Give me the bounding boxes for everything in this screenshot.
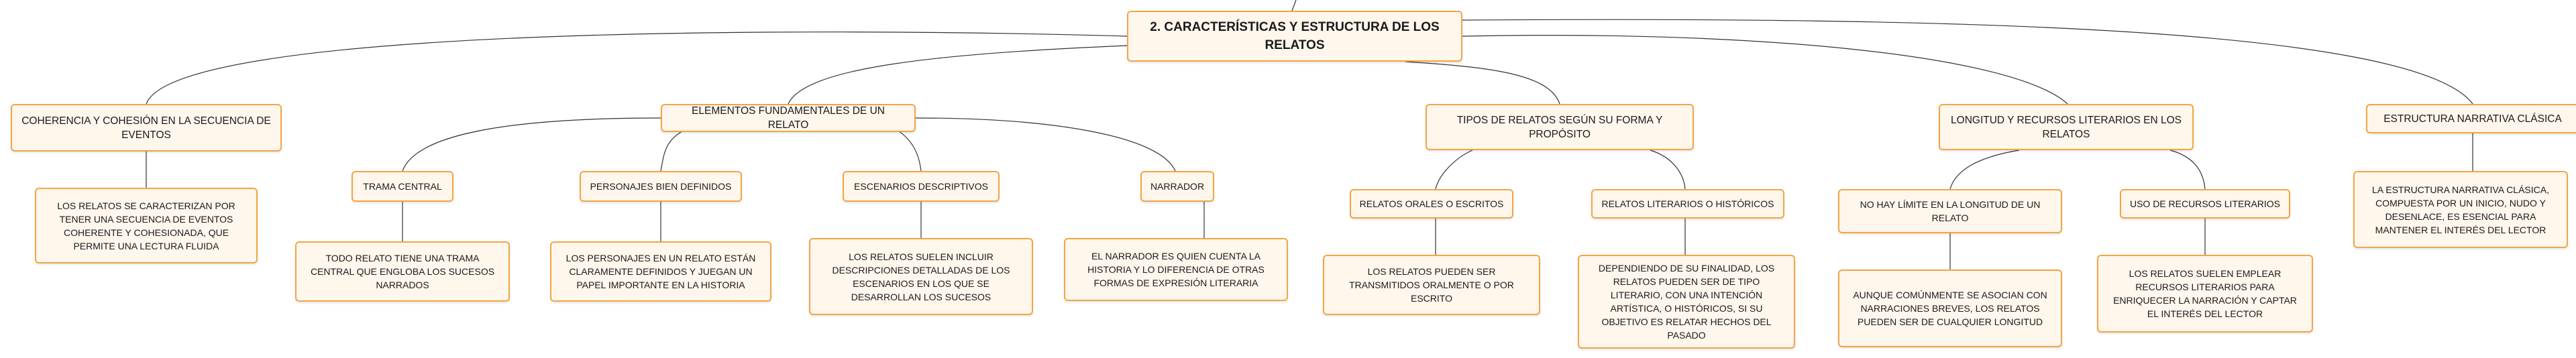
connector-root-estructura [1462, 19, 2473, 105]
topic-tipos-node[interactable]: TIPOS DE RELATOS SEGÚN SU FORMA Y PROPÓS… [1426, 104, 1694, 150]
connector-elementos-trama [402, 117, 661, 172]
subtopic-narrador-label: NARRADOR [1150, 181, 1205, 192]
topic-estructura-label: ESTRUCTURA NARRATIVA CLÁSICA [2383, 113, 2562, 125]
root-topic-label: 2. CARACTERÍSTICAS Y ESTRUCTURA DE LOS R… [1150, 20, 1440, 52]
subtopic-uso-label: USO DE RECURSOS LITERARIOS [2129, 198, 2281, 209]
detail-coherencia-node[interactable]: LOS RELATOS SE CARACTERIZAN POR TENER UN… [35, 188, 258, 263]
detail-literarios-node[interactable]: DEPENDIENDO DE SU FINALIDAD, LOS RELATOS… [1578, 255, 1795, 349]
subtopic-nolimite-node[interactable]: NO HAY LÍMITE EN LA LONGITUD DE UN RELAT… [1838, 189, 2062, 233]
detail-escenarios-text: LOS RELATOS SUELEN INCLUIR DESCRIPCIONES… [832, 251, 1010, 302]
connector-tipos-literarios [1650, 150, 1686, 190]
connector-root-stub [1291, 0, 1297, 11]
detail-estructura-text: LA ESTRUCTURA NARRATIVA CLÁSICA, COMPUES… [2372, 184, 2549, 235]
detail-trama-text: TODO RELATO TIENE UNA TRAMA CENTRAL QUE … [310, 253, 495, 290]
subtopic-literarios-node[interactable]: RELATOS LITERARIOS O HISTÓRICOS [1591, 189, 1784, 219]
topic-coherencia-label: COHERENCIA Y COHESIÓN EN LA SECUENCIA DE… [21, 115, 271, 141]
topic-longitud-node[interactable]: LONGITUD Y RECURSOS LITERARIOS EN LOS RE… [1939, 104, 2194, 150]
subtopic-trama-node[interactable]: TRAMA CENTRAL [352, 171, 453, 202]
subtopic-nolimite-label: NO HAY LÍMITE EN LA LONGITUD DE UN RELAT… [1860, 199, 2041, 223]
subtopic-personajes-label: PERSONAJES BIEN DEFINIDOS [590, 181, 732, 192]
topic-longitud-label: LONGITUD Y RECURSOS LITERARIOS EN LOS RE… [1951, 114, 2182, 140]
topic-elementos-label: ELEMENTOS FUNDAMENTALES DE UN RELATO [692, 105, 885, 131]
connector-elementos-escenarios [892, 127, 922, 172]
detail-personajes-text: LOS PERSONAJES EN UN RELATO ESTÁN CLARAM… [566, 253, 756, 290]
connector-elementos-narrador [915, 117, 1176, 172]
detail-estructura-node[interactable]: LA ESTRUCTURA NARRATIVA CLÁSICA, COMPUES… [2353, 171, 2568, 248]
subtopic-literarios-label: RELATOS LITERARIOS O HISTÓRICOS [1601, 198, 1774, 209]
subtopic-trama-label: TRAMA CENTRAL [363, 181, 442, 192]
subtopic-escenarios-label: ESCENARIOS DESCRIPTIVOS [854, 181, 988, 192]
detail-personajes-node[interactable]: LOS PERSONAJES EN UN RELATO ESTÁN CLARAM… [550, 241, 771, 302]
detail-trama-node[interactable]: TODO RELATO TIENE UNA TRAMA CENTRAL QUE … [295, 241, 510, 302]
topic-coherencia-node[interactable]: COHERENCIA Y COHESIÓN EN LA SECUENCIA DE… [11, 104, 282, 152]
detail-coherencia-text: LOS RELATOS SE CARACTERIZAN POR TENER UN… [57, 200, 235, 251]
connector-root-longitud [1462, 35, 2068, 105]
root-topic-node[interactable]: 2. CARACTERÍSTICAS Y ESTRUCTURA DE LOS R… [1127, 11, 1462, 62]
detail-nolimite-text: AUNQUE COMÚNMENTE SE ASOCIAN CON NARRACI… [1853, 290, 2047, 327]
topic-elementos-node[interactable]: ELEMENTOS FUNDAMENTALES DE UN RELATO [661, 104, 916, 132]
detail-nolimite-node[interactable]: AUNQUE COMÚNMENTE SE ASOCIAN CON NARRACI… [1838, 270, 2062, 347]
detail-narrador-text: EL NARRADOR ES QUIEN CUENTA LA HISTORIA … [1087, 251, 1265, 288]
topic-tipos-label: TIPOS DE RELATOS SEGÚN SU FORMA Y PROPÓS… [1456, 114, 1663, 140]
connector-root-tipos [1405, 61, 1560, 105]
connector-longitud-nolimite [1949, 150, 2020, 190]
detail-literarios-text: DEPENDIENDO DE SU FINALIDAD, LOS RELATOS… [1598, 263, 1775, 341]
detail-narrador-node[interactable]: EL NARRADOR ES QUIEN CUENTA LA HISTORIA … [1064, 238, 1288, 301]
connector-tipos-orales [1435, 150, 1473, 190]
subtopic-uso-node[interactable]: USO DE RECURSOS LITERARIOS [2120, 189, 2290, 219]
subtopic-orales-node[interactable]: RELATOS ORALES O ESCRITOS [1350, 189, 1513, 219]
detail-orales-text: LOS RELATOS PUEDEN SER TRANSMITIDOS ORAL… [1349, 266, 1514, 304]
subtopic-personajes-node[interactable]: PERSONAJES BIEN DEFINIDOS [580, 171, 742, 202]
subtopic-orales-label: RELATOS ORALES O ESCRITOS [1359, 198, 1504, 209]
connector-root-coherencia [146, 32, 1128, 105]
topic-estructura-node[interactable]: ESTRUCTURA NARRATIVA CLÁSICA [2366, 104, 2576, 133]
detail-escenarios-node[interactable]: LOS RELATOS SUELEN INCLUIR DESCRIPCIONES… [809, 238, 1033, 315]
subtopic-escenarios-node[interactable]: ESCENARIOS DESCRIPTIVOS [843, 171, 1000, 202]
connector-longitud-uso [2169, 150, 2206, 190]
connector-root-elementos [788, 45, 1128, 105]
detail-uso-text: LOS RELATOS SUELEN EMPLEAR RECURSOS LITE… [2113, 268, 2297, 319]
subtopic-narrador-node[interactable]: NARRADOR [1140, 171, 1214, 202]
connector-elementos-personajes [660, 127, 692, 172]
detail-uso-node[interactable]: LOS RELATOS SUELEN EMPLEAR RECURSOS LITE… [2097, 255, 2313, 333]
detail-orales-node[interactable]: LOS RELATOS PUEDEN SER TRANSMITIDOS ORAL… [1323, 255, 1540, 315]
